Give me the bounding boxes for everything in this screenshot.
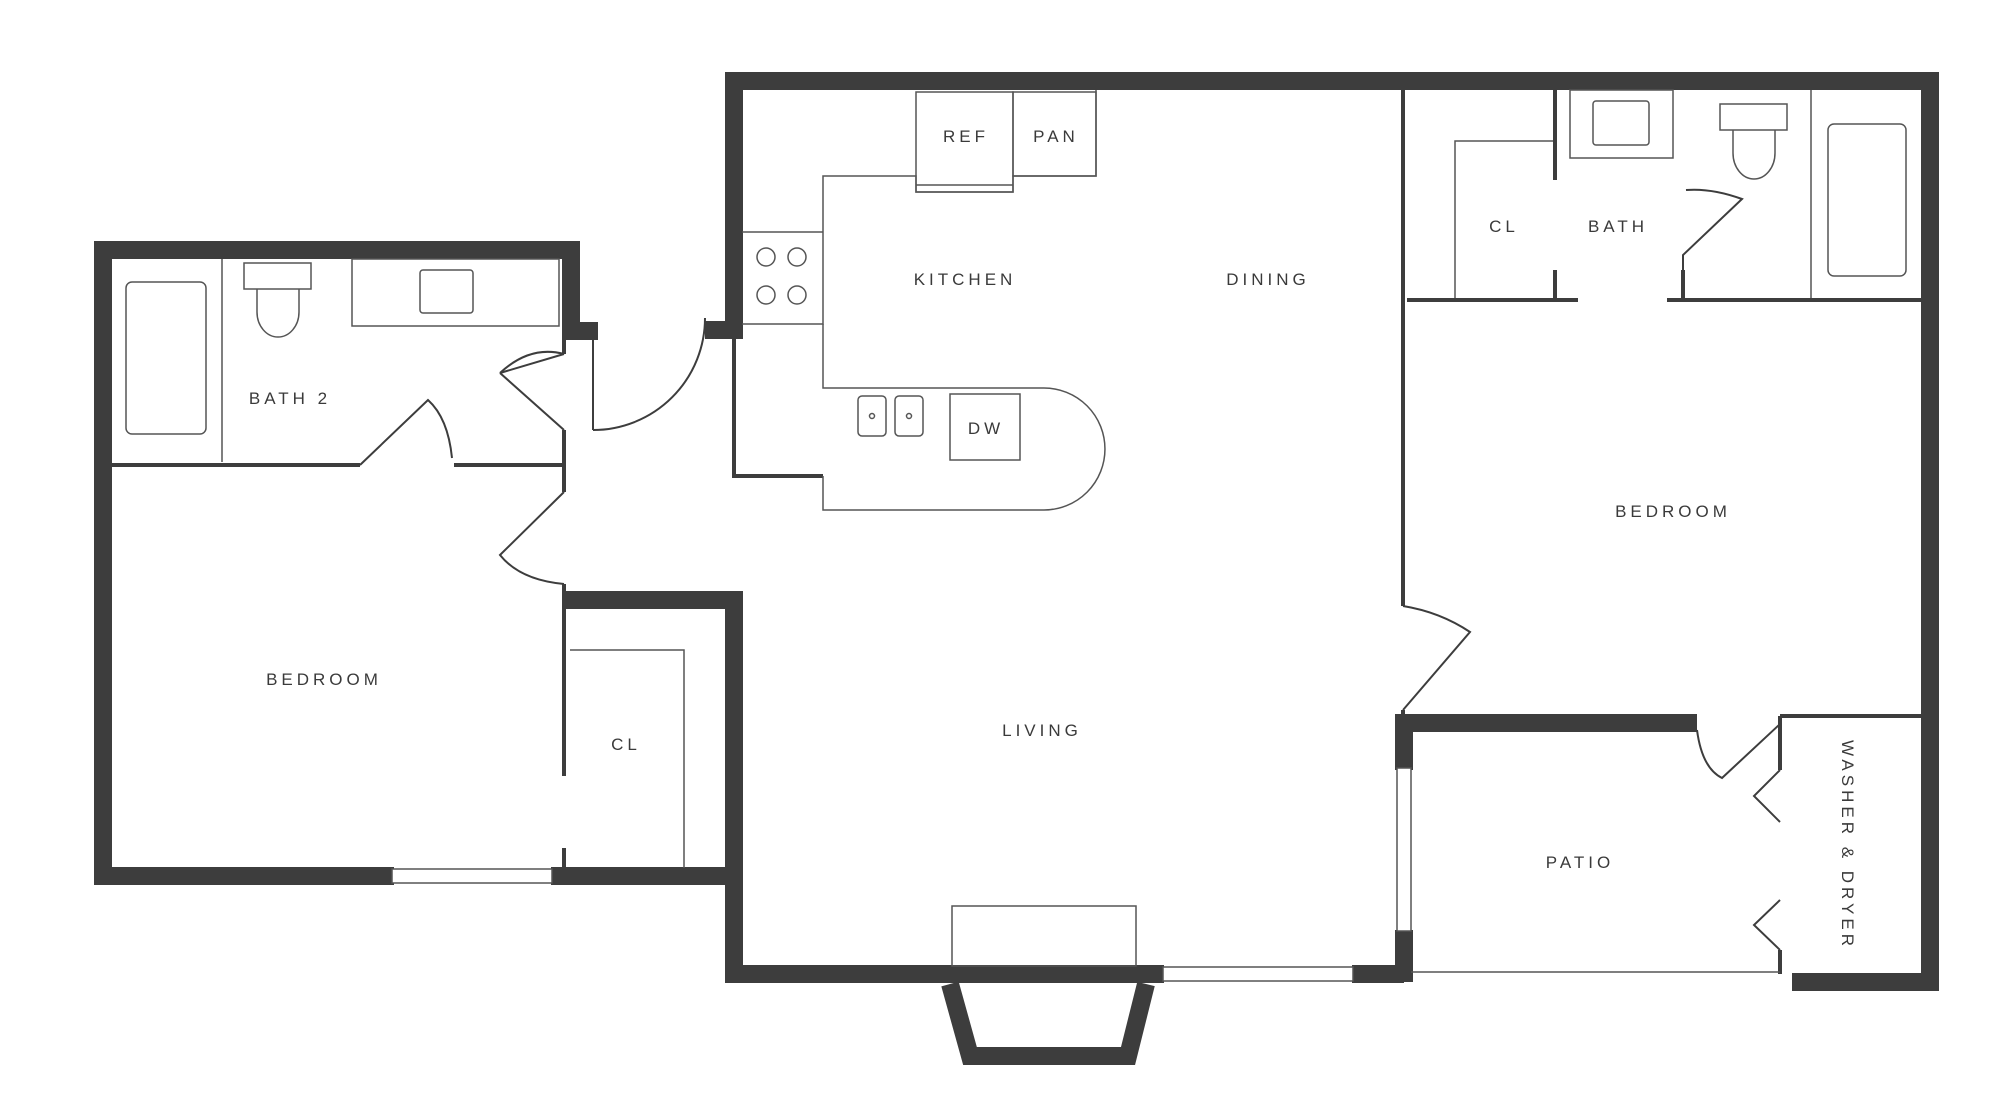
label-bedroom-right: BEDROOM <box>1615 502 1731 521</box>
bay-window <box>941 905 1155 1065</box>
master-toilet-bowl <box>1732 130 1776 180</box>
left-wing-wall <box>94 241 580 885</box>
main-wall-top-left <box>725 72 1939 991</box>
stove-burner <box>756 285 776 305</box>
windows <box>391 767 1412 982</box>
master-sink <box>1592 100 1650 146</box>
bath2-toilet-tank <box>243 262 312 290</box>
stove-burner <box>756 247 776 267</box>
right-closet-shelf <box>1454 140 1553 298</box>
island <box>822 324 1106 511</box>
main-wall-bottom <box>725 876 1164 983</box>
left-bedroom-door[interactable] <box>498 491 565 585</box>
stove-burner <box>787 285 807 305</box>
window-living <box>1162 966 1354 982</box>
left-closet-wall <box>564 591 743 876</box>
bath2-door[interactable] <box>499 353 565 431</box>
label-refrigerator: REF <box>943 127 989 146</box>
label-patio: PATIO <box>1546 853 1615 872</box>
room-labels: KITCHEN DINING LIVING BATH 2 BEDROOM CL … <box>249 127 1857 950</box>
bay-window-outline <box>941 981 1155 1065</box>
bath2-tub <box>125 281 207 435</box>
label-laundry: WASHER & DRYER <box>1838 740 1857 950</box>
sink-drain <box>868 412 876 420</box>
kitchen-sink-right <box>894 395 924 437</box>
patio-wall <box>1395 714 1697 770</box>
bath2-door-arc <box>499 350 565 374</box>
label-dishwasher: DW <box>968 419 1004 438</box>
label-bath: BATH <box>1588 217 1648 236</box>
left-closet-shelf <box>570 649 685 868</box>
laundry-door-lower[interactable] <box>1752 899 1781 951</box>
dishwasher-box <box>949 393 1021 461</box>
bay-window-seat <box>951 905 1137 967</box>
laundry-door-upper[interactable] <box>1752 769 1781 823</box>
pantry-box <box>1012 91 1097 177</box>
sink-drain <box>905 412 913 420</box>
window-patio <box>1396 767 1412 932</box>
interior-walls <box>111 90 1922 974</box>
entry-door[interactable] <box>592 317 706 431</box>
label-living: LIVING <box>1002 721 1082 740</box>
right-bedroom-door[interactable] <box>1402 605 1472 711</box>
bath2-vanity <box>351 258 560 327</box>
label-kitchen: KITCHEN <box>914 270 1017 289</box>
label-bedroom-left: BEDROOM <box>266 670 382 689</box>
label-dining: DINING <box>1226 270 1310 289</box>
exterior-walls <box>94 72 1939 991</box>
patio-door[interactable] <box>1696 723 1781 780</box>
label-bath-2: BATH 2 <box>249 389 331 408</box>
kitchen-partition <box>732 338 823 478</box>
doors <box>359 188 1781 951</box>
stove-burner <box>787 247 807 267</box>
master-vanity <box>1569 89 1674 159</box>
label-pantry: PAN <box>1033 127 1079 146</box>
master-toilet-tank <box>1719 103 1788 131</box>
label-closet-left: CL <box>611 735 641 754</box>
bath2-toilet-bowl <box>256 289 300 338</box>
kitchen-sink-left <box>857 395 887 437</box>
bath2-sink <box>419 269 474 314</box>
fixtures <box>125 89 1907 973</box>
master-tub <box>1827 123 1907 277</box>
bath2-inner-door[interactable] <box>359 398 453 466</box>
master-bath-door[interactable] <box>1682 188 1744 270</box>
label-closet-right: CL <box>1489 217 1519 236</box>
window-left-bedroom <box>391 868 553 884</box>
